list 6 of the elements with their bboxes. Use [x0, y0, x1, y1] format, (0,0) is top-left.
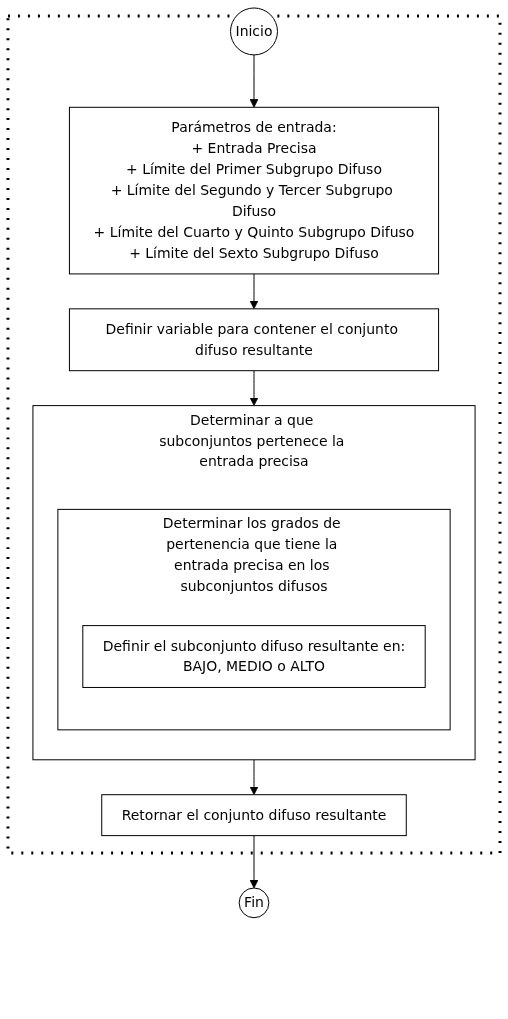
- node-box: Retornar el conjunto difuso resultante: [101, 794, 407, 837]
- node-box: Definir variable para contener el conjunto difuso resultante: [68, 308, 440, 372]
- node-box: Definir el subconjunto difuso resultante en: BAJO, MEDIO o ALTO: [82, 625, 426, 688]
- node-box: Parámetros de entrada: + Entrada Precisa + Límite del Primer Subgrupo Difuso + Límite del Segundo y Tercer Subgrupo Difuso + Límite del Cuarto y Quinto Subgrupo Difuso + Límite del Sexto Subgrupo Difuso: [68, 106, 440, 275]
- node-circle: Inicio: [230, 7, 278, 56]
- node-circle: Fin: [238, 887, 270, 919]
